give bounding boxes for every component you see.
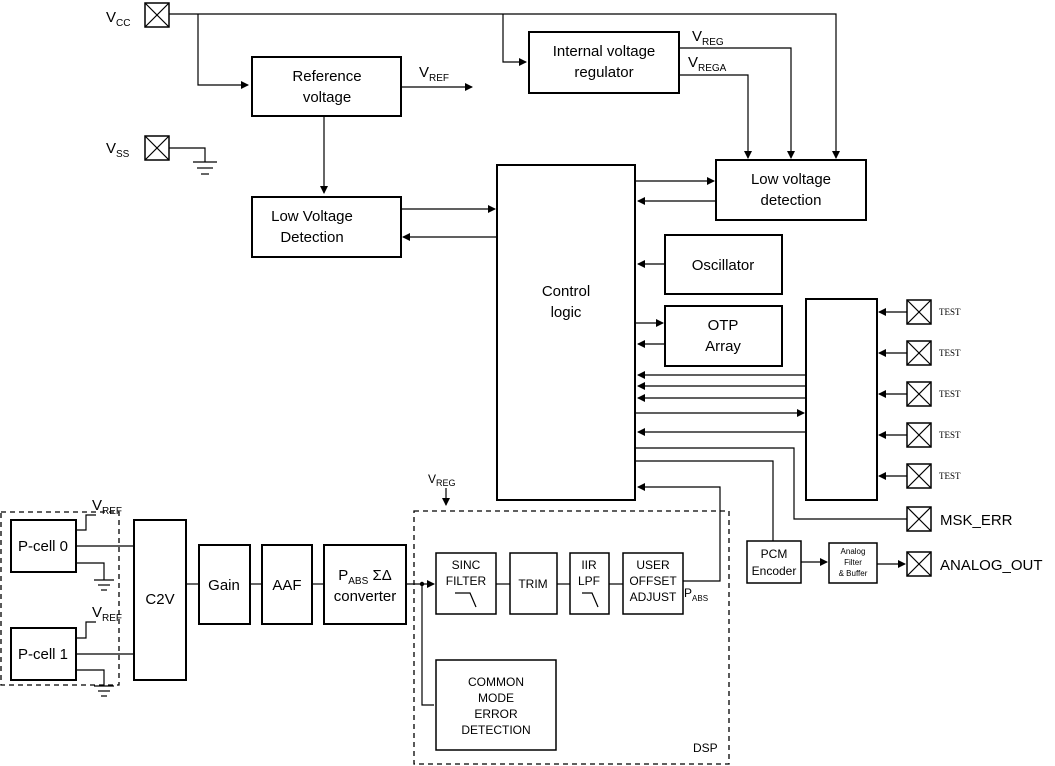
oscillator-block: Oscillator <box>664 234 783 295</box>
svg-text:LPF: LPF <box>578 574 600 588</box>
pin-vcc: VCC <box>106 2 170 29</box>
filter-response-icon <box>455 592 477 608</box>
test-pin: TEST <box>878 299 961 325</box>
user-offset-adjust-block: USER OFFSET ADJUST <box>622 552 684 615</box>
svg-text:ANALOG_OUT: ANALOG_OUT <box>940 557 1043 574</box>
svg-text:TEST: TEST <box>939 389 961 399</box>
pcell1-block: P-cell 1 <box>10 627 77 681</box>
pabs-converter-block: PABS ΣΔ converter <box>323 544 407 625</box>
svg-text:PCM: PCM <box>761 547 788 561</box>
aaf-block: AAF <box>261 544 313 625</box>
svg-text:Filter: Filter <box>844 558 862 567</box>
vrega-label: VREGA <box>688 54 727 74</box>
svg-text:C2V: C2V <box>145 591 174 608</box>
common-mode-error-detection-block: COMMON MODE ERROR DETECTION <box>435 659 557 751</box>
svg-text:Detection: Detection <box>280 229 343 246</box>
filter-response-icon <box>582 592 599 608</box>
svg-text:SINC: SINC <box>452 558 481 572</box>
c2v-block: C2V <box>133 519 187 681</box>
pcm-encoder-block: PCM Encoder <box>746 540 802 584</box>
test-pin: TEST <box>878 381 961 407</box>
pin-msk-err: MSK_ERR <box>635 447 1013 532</box>
sensor-dashed-boundary <box>0 511 120 686</box>
svg-text:MODE: MODE <box>478 691 514 705</box>
svg-text:OFFSET: OFFSET <box>629 574 677 588</box>
svg-text:P-cell 1: P-cell 1 <box>18 646 68 663</box>
sinc-filter-block: SINC FILTER <box>435 552 497 615</box>
vreg-label: VREG <box>692 28 724 48</box>
svg-text:PABS ΣΔ: PABS ΣΔ <box>338 567 392 587</box>
vcc-label: VCC <box>106 9 130 29</box>
reference-voltage-block: Reference voltage <box>251 56 402 117</box>
svg-text:Analog: Analog <box>841 547 866 556</box>
test-pin: TEST <box>878 340 961 366</box>
low-voltage-detection-right-block: Low voltage detection <box>715 159 867 221</box>
internal-voltage-regulator-block: Internal voltage regulator <box>528 31 680 94</box>
svg-text:TEST: TEST <box>939 348 961 358</box>
svg-text:ERROR: ERROR <box>474 707 518 721</box>
vss-label: VSS <box>106 140 130 160</box>
vref-pcell0-label: VREF <box>92 497 122 517</box>
analog-filter-buffer-block: Analog Filter & Buffer <box>828 542 878 584</box>
svg-text:ADJUST: ADJUST <box>630 590 677 604</box>
test-pin: TEST <box>878 422 961 448</box>
svg-text:regulator: regulator <box>574 64 633 81</box>
svg-text:converter: converter <box>334 588 397 605</box>
svg-text:Low voltage: Low voltage <box>751 171 831 188</box>
svg-text:MSK_ERR: MSK_ERR <box>940 512 1013 529</box>
svg-text:Low Voltage: Low Voltage <box>271 208 353 225</box>
svg-text:USER: USER <box>636 558 670 572</box>
pcell0-block: P-cell 0 <box>10 519 77 573</box>
svg-text:FILTER: FILTER <box>446 574 487 588</box>
iir-lpf-block: IIR LPF <box>569 552 610 615</box>
dsp-dashed-boundary <box>413 510 730 765</box>
svg-text:Reference: Reference <box>292 68 361 85</box>
svg-text:IIR: IIR <box>581 558 597 572</box>
vreg-dsp-label: VREG <box>428 472 456 488</box>
svg-text:DETECTION: DETECTION <box>461 723 530 737</box>
low-voltage-detection-left-block: Low Voltage Detection <box>251 196 402 258</box>
svg-text:Control: Control <box>542 283 590 300</box>
pin-analog-out: ANALOG_OUT <box>906 551 1043 577</box>
gain-block: Gain <box>198 544 251 625</box>
svg-text:Encoder: Encoder <box>752 564 797 578</box>
trim-block: TRIM <box>509 552 558 615</box>
dsp-label: DSP <box>693 741 718 755</box>
svg-text:P-cell 0: P-cell 0 <box>18 538 68 555</box>
otp-array-block: OTP Array <box>664 305 783 367</box>
svg-text:Array: Array <box>705 338 741 355</box>
vcc-wire <box>169 13 840 159</box>
test-pins: TEST TEST TEST TEST TEST <box>878 299 961 489</box>
svg-text:& Buffer: & Buffer <box>839 569 868 578</box>
test-pin: TEST <box>878 463 961 489</box>
svg-text:COMMON: COMMON <box>468 675 524 689</box>
svg-text:Gain: Gain <box>208 577 240 594</box>
svg-text:detection: detection <box>761 192 822 209</box>
svg-text:voltage: voltage <box>303 89 351 106</box>
svg-text:AAF: AAF <box>272 577 301 594</box>
vref-out-label: VREF <box>419 64 449 84</box>
svg-text:TEST: TEST <box>939 471 961 481</box>
pabs-out-label: PABS <box>684 586 708 603</box>
svg-text:Oscillator: Oscillator <box>692 257 755 274</box>
svg-text:TRIM: TRIM <box>518 577 547 591</box>
svg-text:OTP: OTP <box>708 317 739 334</box>
svg-text:TEST: TEST <box>939 430 961 440</box>
vref-pcell1-label: VREF <box>92 604 122 624</box>
control-logic-block: Control logic <box>496 164 636 501</box>
svg-text:TEST: TEST <box>939 307 961 317</box>
test-interface-block <box>805 298 878 501</box>
svg-text:Internal voltage: Internal voltage <box>553 43 656 60</box>
pin-vss: VSS <box>106 135 217 175</box>
svg-text:logic: logic <box>551 304 582 321</box>
